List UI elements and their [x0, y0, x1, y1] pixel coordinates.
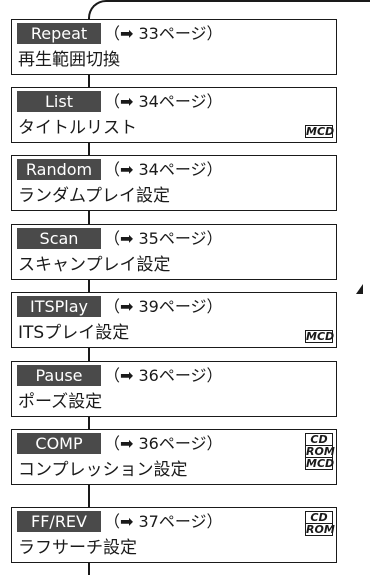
menu-item-pause[interactable]: Pause （➡ 36ページ） ポーズ設定	[11, 361, 337, 417]
rom-badge: ROM	[305, 523, 335, 536]
menu-item-itsplay[interactable]: ITSPlay （➡ 39ページ） ITSプレイ設定 MCD	[11, 292, 337, 348]
media-badges: CD ROM	[305, 511, 335, 536]
page-reference: （➡ 34ページ）	[104, 160, 223, 179]
media-badges: CD ROM MCD	[305, 433, 335, 470]
page-reference: （➡ 34ページ）	[104, 92, 223, 111]
menu-item-description: スキャンプレイ設定	[18, 255, 171, 275]
rom-badge: ROM	[305, 445, 335, 458]
menu-item-ffrev[interactable]: FF/REV （➡ 37ページ） ラフサーチ設定 CD ROM	[11, 507, 337, 563]
menu-item-label: List	[17, 91, 101, 112]
page-reference: （➡ 33ページ）	[104, 24, 223, 43]
page-reference: （➡ 36ページ）	[104, 434, 223, 453]
menu-item-list[interactable]: List （➡ 34ページ） タイトルリスト MCD	[11, 87, 337, 143]
menu-item-repeat[interactable]: Repeat （➡ 33ページ） 再生範囲切換	[11, 19, 337, 75]
menu-item-comp[interactable]: COMP （➡ 36ページ） コンプレッション設定 CD ROM MCD	[11, 429, 337, 485]
page-reference: （➡ 36ページ）	[104, 366, 223, 385]
page-reference: （➡ 35ページ）	[104, 229, 223, 248]
page-reference: （➡ 37ページ）	[104, 512, 223, 531]
menu-item-description: ポーズ設定	[18, 392, 103, 412]
page-reference: （➡ 39ページ）	[104, 297, 223, 316]
menu-item-description: ランダムプレイ設定	[18, 186, 170, 206]
menu-item-scan[interactable]: Scan （➡ 35ページ） スキャンプレイ設定	[11, 224, 337, 280]
menu-item-random[interactable]: Random （➡ 34ページ） ランダムプレイ設定	[11, 155, 337, 211]
mcd-badge: MCD	[305, 125, 335, 138]
cd-badge: CD	[305, 433, 333, 446]
menu-item-label: Pause	[17, 365, 101, 386]
menu-item-label: ITSPlay	[17, 296, 101, 317]
menu-item-description: ITSプレイ設定	[18, 323, 130, 343]
menu-item-label: Repeat	[17, 23, 101, 44]
menu-item-description: 再生範囲切換	[18, 50, 120, 70]
media-badges: MCD	[305, 125, 335, 138]
continuation-marker	[356, 284, 363, 294]
media-badges: MCD	[305, 330, 335, 343]
menu-item-label: COMP	[17, 433, 101, 454]
menu-item-description: ラフサーチ設定	[18, 538, 137, 558]
menu-item-label: Random	[17, 159, 101, 180]
menu-item-label: FF/REV	[17, 511, 101, 532]
menu-item-label: Scan	[17, 228, 101, 249]
mcd-badge: MCD	[305, 330, 335, 343]
menu-item-description: タイトルリスト	[18, 118, 137, 138]
mcd-badge: MCD	[305, 457, 335, 470]
menu-item-description: コンプレッション設定	[18, 460, 188, 480]
